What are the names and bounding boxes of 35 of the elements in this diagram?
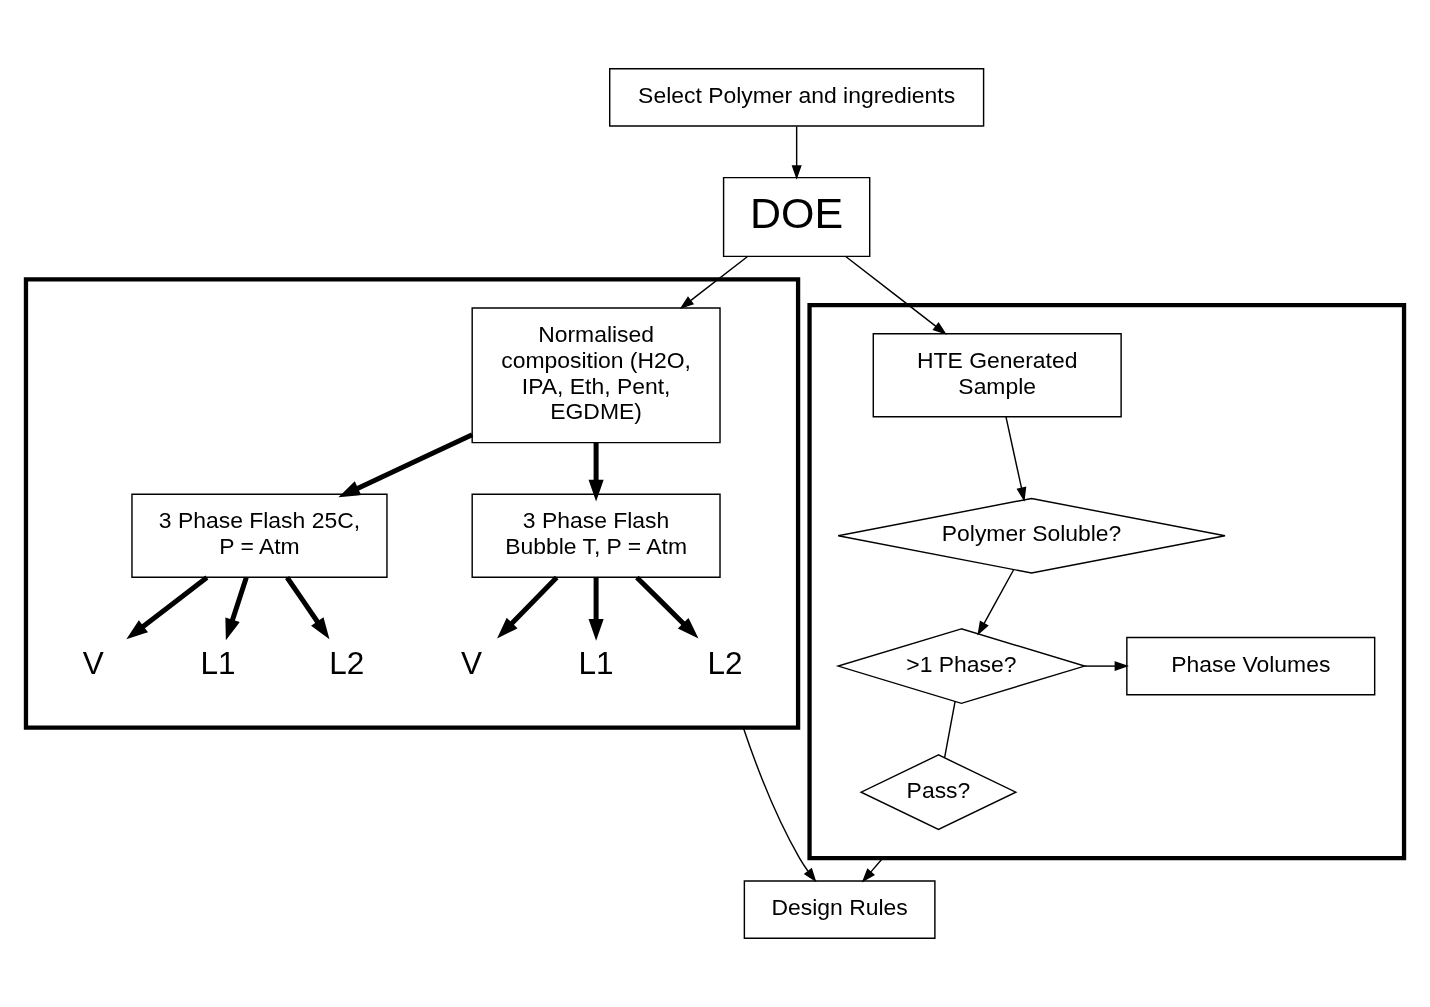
node-diamond: Pass? — [859, 754, 1018, 831]
node-box: Normalised composition (H2O, IPA, Eth, Pent, EGDME) — [471, 307, 721, 444]
arrow — [338, 432, 474, 498]
arrow — [588, 442, 604, 502]
arrow — [861, 857, 884, 883]
arrow — [285, 576, 330, 640]
node-text: L2 — [707, 645, 743, 682]
arrow — [588, 577, 604, 641]
arrow — [126, 575, 209, 640]
arrow — [791, 125, 802, 180]
arrow — [1083, 661, 1129, 672]
node-box: Design Rules — [743, 880, 936, 939]
node-diamond: Polymer Soluble? — [837, 497, 1226, 574]
node-box: HTE Generated Sample — [872, 333, 1122, 418]
cluster — [23, 277, 801, 730]
arrow — [635, 575, 699, 639]
arrow — [977, 569, 1015, 636]
arrow — [225, 576, 249, 641]
arrow — [742, 726, 817, 883]
node-box: Select Polymer and ingredients — [609, 68, 985, 127]
connector — [943, 701, 956, 759]
node-text: V — [82, 645, 104, 682]
arrow — [497, 575, 559, 639]
cluster — [807, 302, 1407, 861]
node-text: V — [460, 645, 482, 682]
node-text: L1 — [200, 645, 236, 682]
node-box: Phase Volumes — [1126, 636, 1376, 696]
node-box: DOE — [722, 176, 871, 258]
node-text: L1 — [578, 645, 614, 682]
node-box: 3 Phase Flash Bubble T, P = Atm — [471, 493, 721, 578]
node-diamond: >1 Phase? — [835, 628, 1088, 705]
node-text: L2 — [329, 645, 365, 682]
arrow — [845, 255, 947, 335]
node-box: 3 Phase Flash 25C, P = Atm — [131, 493, 388, 578]
arrow — [1005, 416, 1027, 502]
